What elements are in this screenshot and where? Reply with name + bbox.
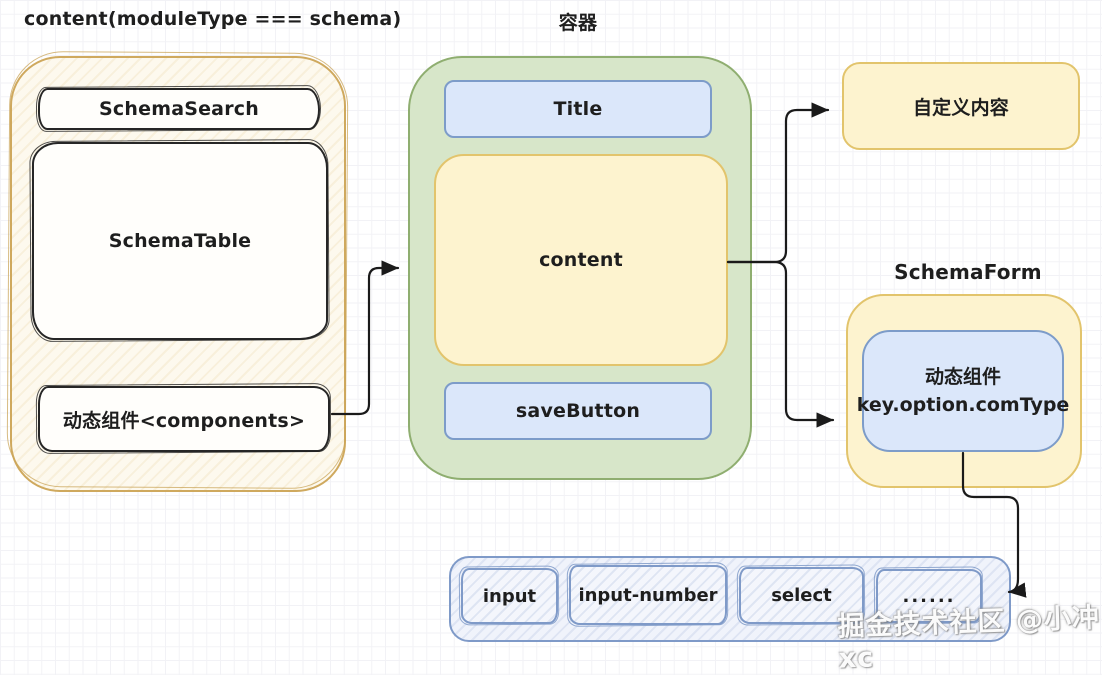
dynamic-components-label: 动态组件<components> — [62, 409, 306, 432]
component-item-select-label: select — [771, 585, 832, 606]
dynamic-component-type-box: 动态组件 key.option.comType — [857, 330, 1069, 452]
schema-search-box: SchemaSearch — [38, 88, 320, 130]
schema-search-label: SchemaSearch — [99, 98, 259, 120]
component-item-input-number: input-number — [569, 565, 727, 625]
save-button-box: saveButton — [444, 382, 712, 440]
component-item-input: input — [461, 568, 558, 624]
diagram-canvas: { "annotations": { "left_group_label": "… — [0, 0, 1102, 652]
custom-content-label: 自定义内容 — [912, 96, 1009, 119]
dynamic-component-line1: 动态组件 — [924, 365, 1001, 388]
content-box: content — [434, 154, 728, 366]
dynamic-component-line2: key.option.comType — [856, 394, 1070, 416]
dynamic-components-box: 动态组件<components> — [38, 386, 330, 452]
component-item-input-label: input — [482, 585, 537, 607]
component-item-ellipsis-label: ...... — [902, 585, 956, 607]
custom-content-box: 自定义内容 — [842, 62, 1080, 150]
component-item-ellipsis: ...... — [876, 569, 982, 623]
left-group-label: content(moduleType === schema) — [24, 8, 402, 30]
watermark: 掘金技术社区 @小冲xc — [837, 602, 1101, 675]
container-label: 容器 — [558, 12, 598, 34]
component-item-select: select — [739, 567, 864, 624]
save-button-label: saveButton — [515, 400, 641, 422]
schema-form-label: SchemaForm — [894, 260, 1042, 284]
component-item-input-number-label: input-number — [578, 584, 718, 606]
title-label: Title — [553, 98, 603, 120]
title-box: Title — [444, 80, 712, 138]
schema-table-box: SchemaTable — [32, 142, 328, 340]
schema-table-label: SchemaTable — [108, 230, 252, 252]
content-label: content — [539, 249, 623, 271]
